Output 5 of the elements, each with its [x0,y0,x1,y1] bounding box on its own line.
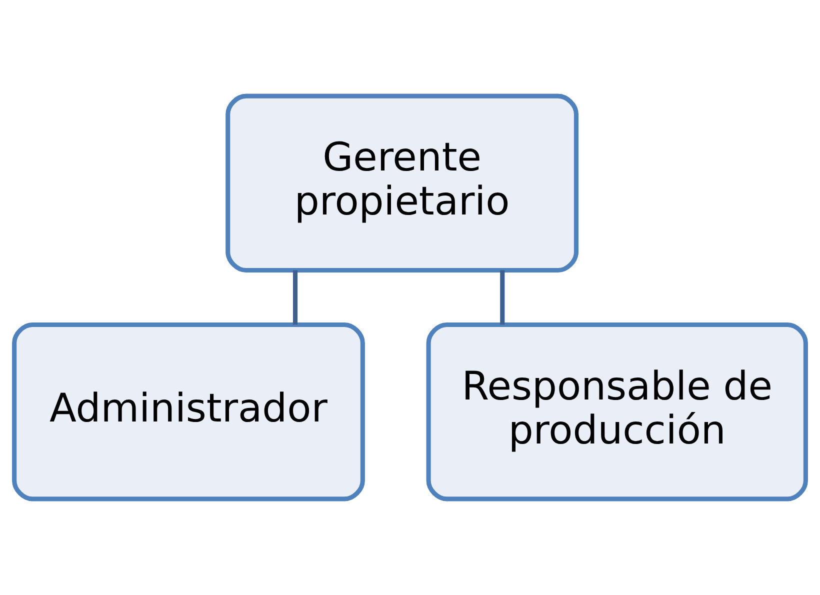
connector [500,270,505,325]
node-box: Responsable de producción [426,322,808,502]
connector [293,270,298,325]
node-box: Administrador [12,322,365,502]
node-box: Gerente propietario [226,94,578,272]
